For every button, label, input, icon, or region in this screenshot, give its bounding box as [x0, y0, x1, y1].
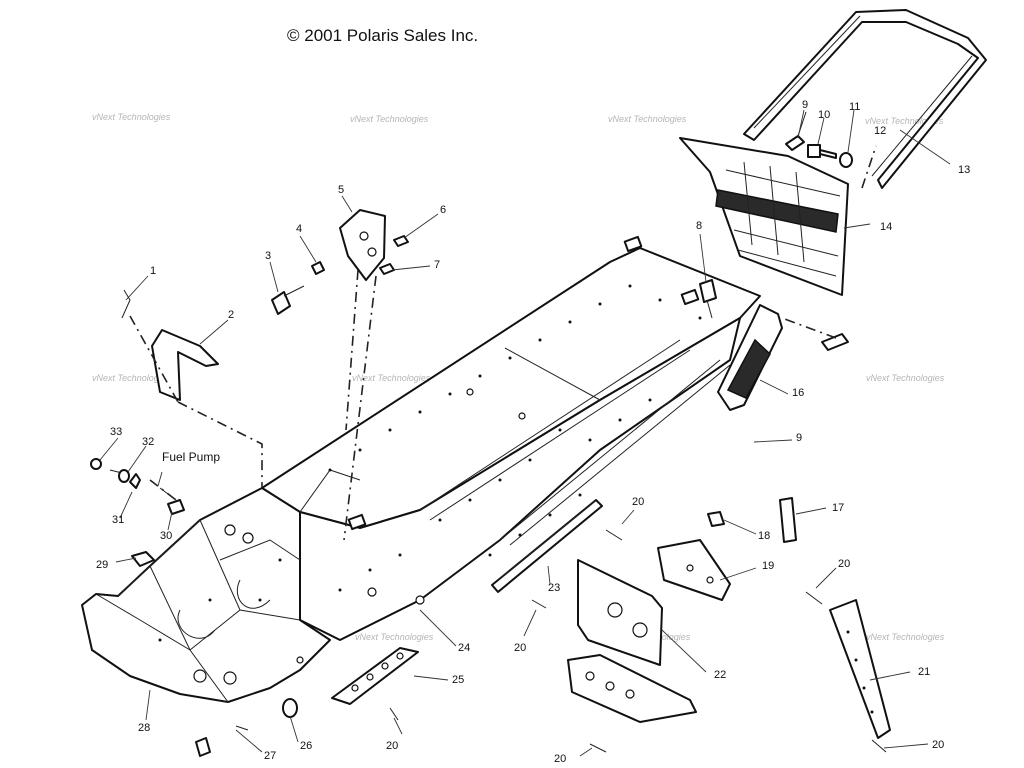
- callout-9b: 9: [796, 432, 802, 444]
- callout-25: 25: [452, 674, 464, 686]
- part-18-nut: [707, 511, 725, 527]
- watermark: vNext Technologies: [355, 632, 434, 642]
- part-27-bolt: [195, 737, 211, 757]
- hardware-8-bolt: [699, 279, 717, 319]
- callout-5: 5: [338, 184, 344, 196]
- callout-10: 10: [818, 109, 830, 121]
- callout-20d: 20: [554, 753, 566, 765]
- callout-26: 26: [300, 740, 312, 752]
- callout-17: 17: [832, 502, 844, 514]
- part-14-snowflap: [679, 137, 849, 296]
- rivet-pattern: [158, 284, 702, 642]
- watermark: vNext Technologies: [865, 116, 944, 126]
- callout-20b: 20: [514, 642, 526, 654]
- callout-32: 32: [142, 436, 154, 448]
- callout-11: 11: [849, 101, 860, 113]
- part-13-grab-bar: [743, 9, 987, 189]
- part-19-plate: [657, 539, 731, 601]
- part-23-rail: [491, 499, 603, 593]
- callout-30: 30: [160, 530, 172, 542]
- callout-23: 23: [548, 582, 560, 594]
- part-26-plug: [282, 698, 298, 718]
- watermark: vNext Technologies: [866, 373, 945, 383]
- callout-29: 29: [96, 559, 108, 571]
- fuel-pump-label: Fuel Pump: [162, 450, 220, 464]
- part-21-plate: [829, 599, 891, 739]
- end-cap-block: [821, 333, 849, 351]
- part-22-bracket: [567, 559, 697, 723]
- callout-33: 33: [110, 426, 122, 438]
- callout-13: 13: [958, 164, 970, 176]
- leader-lines: [99, 109, 951, 757]
- callout-8: 8: [696, 220, 702, 232]
- part-16-bumper-end: [717, 304, 783, 411]
- location-lines: [129, 269, 837, 541]
- part-20-bolts: [389, 529, 887, 753]
- callout-2: 2: [228, 309, 234, 321]
- watermark: vNext Technologies: [92, 112, 171, 122]
- callout-21: 21: [918, 666, 930, 678]
- part-1-2-bracket: [121, 289, 219, 401]
- callout-20a: 20: [632, 496, 644, 508]
- watermark: vNext Technologies: [608, 114, 687, 124]
- callout-19: 19: [762, 560, 774, 572]
- callout-labels: 1 2 3 4 5 6 7 8 9 10 11 12 13 14 16 9 17…: [96, 99, 970, 765]
- callout-20c: 20: [386, 740, 398, 752]
- callout-12: 12: [874, 125, 886, 137]
- watermark: vNext Technologies: [350, 114, 429, 124]
- part-17-bolt: [779, 497, 797, 543]
- callout-3: 3: [265, 250, 271, 262]
- tunnel-holes: [193, 388, 526, 685]
- part-5-bracket: [339, 209, 386, 281]
- callout-27: 27: [264, 750, 276, 762]
- chassis-tunnel: [81, 235, 761, 703]
- callout-24: 24: [458, 642, 470, 654]
- watermark: vNext Technologies: [92, 373, 171, 383]
- callout-22: 22: [714, 669, 726, 681]
- callout-20e: 20: [838, 558, 850, 570]
- hardware-3-7: [271, 235, 409, 315]
- fuel-pump-hardware: [90, 458, 185, 515]
- hardware-9-12: [785, 111, 877, 189]
- part-25-plate: [331, 647, 419, 705]
- callout-7: 7: [434, 259, 440, 271]
- callout-18: 18: [758, 530, 770, 542]
- callout-16: 16: [792, 387, 804, 399]
- part-27-bolt: [235, 725, 249, 731]
- callout-4: 4: [296, 223, 302, 235]
- callout-9: 9: [802, 99, 808, 111]
- callout-6: 6: [440, 204, 446, 216]
- callout-1: 1: [150, 265, 156, 277]
- callout-20f: 20: [932, 739, 944, 751]
- part-29-grommet: [131, 551, 155, 567]
- callout-28: 28: [138, 722, 150, 734]
- callout-31: 31: [112, 514, 124, 526]
- watermark: vNext Technologies: [866, 632, 945, 642]
- watermark: vNext Technologies: [352, 373, 431, 383]
- copyright-text: © 2001 Polaris Sales Inc.: [287, 26, 478, 45]
- callout-14: 14: [880, 221, 892, 233]
